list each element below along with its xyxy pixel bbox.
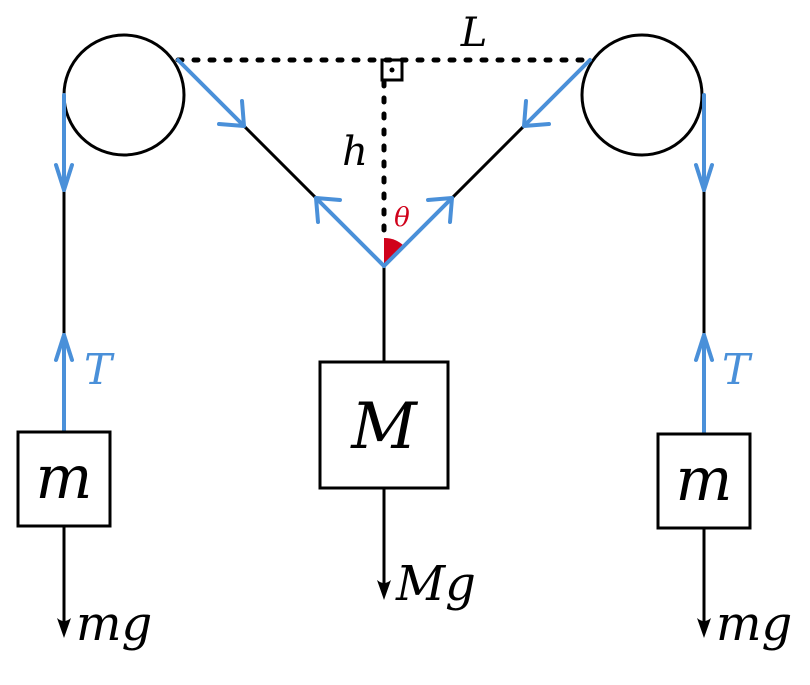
label-mg-left: mg <box>76 596 152 652</box>
tension-right-diagonal-top-arrow <box>522 99 551 128</box>
label-L: L <box>460 10 488 56</box>
tension-left-pulley-arrow <box>54 163 74 192</box>
tension-junction-right-arrow <box>426 196 454 224</box>
label-m-right: m <box>676 445 733 515</box>
tension-vectors <box>54 58 714 434</box>
label-T-right: T <box>722 345 753 394</box>
center-mass-block <box>318 360 450 490</box>
label-h: h <box>342 129 368 175</box>
tension-left-diagonal-top-arrow <box>217 99 246 128</box>
left-pulley <box>62 33 186 157</box>
tension-right-pulley-arrow <box>694 163 714 192</box>
tension-left-block-arrow <box>54 333 74 362</box>
label-m-left: m <box>36 443 93 513</box>
label-M: M <box>350 390 418 464</box>
label-T-left: T <box>84 345 115 394</box>
tension-junction-left <box>314 196 386 268</box>
tension-right-diagonal-top <box>522 58 592 128</box>
label-Mg: Mg <box>395 556 476 612</box>
tension-left-diagonal-top <box>176 58 246 128</box>
right-mass-block <box>656 432 752 530</box>
tension-right-block-arrow <box>694 333 714 362</box>
label-theta: θ <box>394 203 410 233</box>
right-angle-dot <box>389 67 395 73</box>
right-pulley <box>580 33 704 157</box>
tension-junction-left-arrow <box>314 196 342 224</box>
left-mass-block <box>16 430 112 528</box>
tension-junction-right <box>382 196 454 268</box>
label-mg-right: mg <box>716 596 792 652</box>
right-angle-marker <box>380 58 404 82</box>
